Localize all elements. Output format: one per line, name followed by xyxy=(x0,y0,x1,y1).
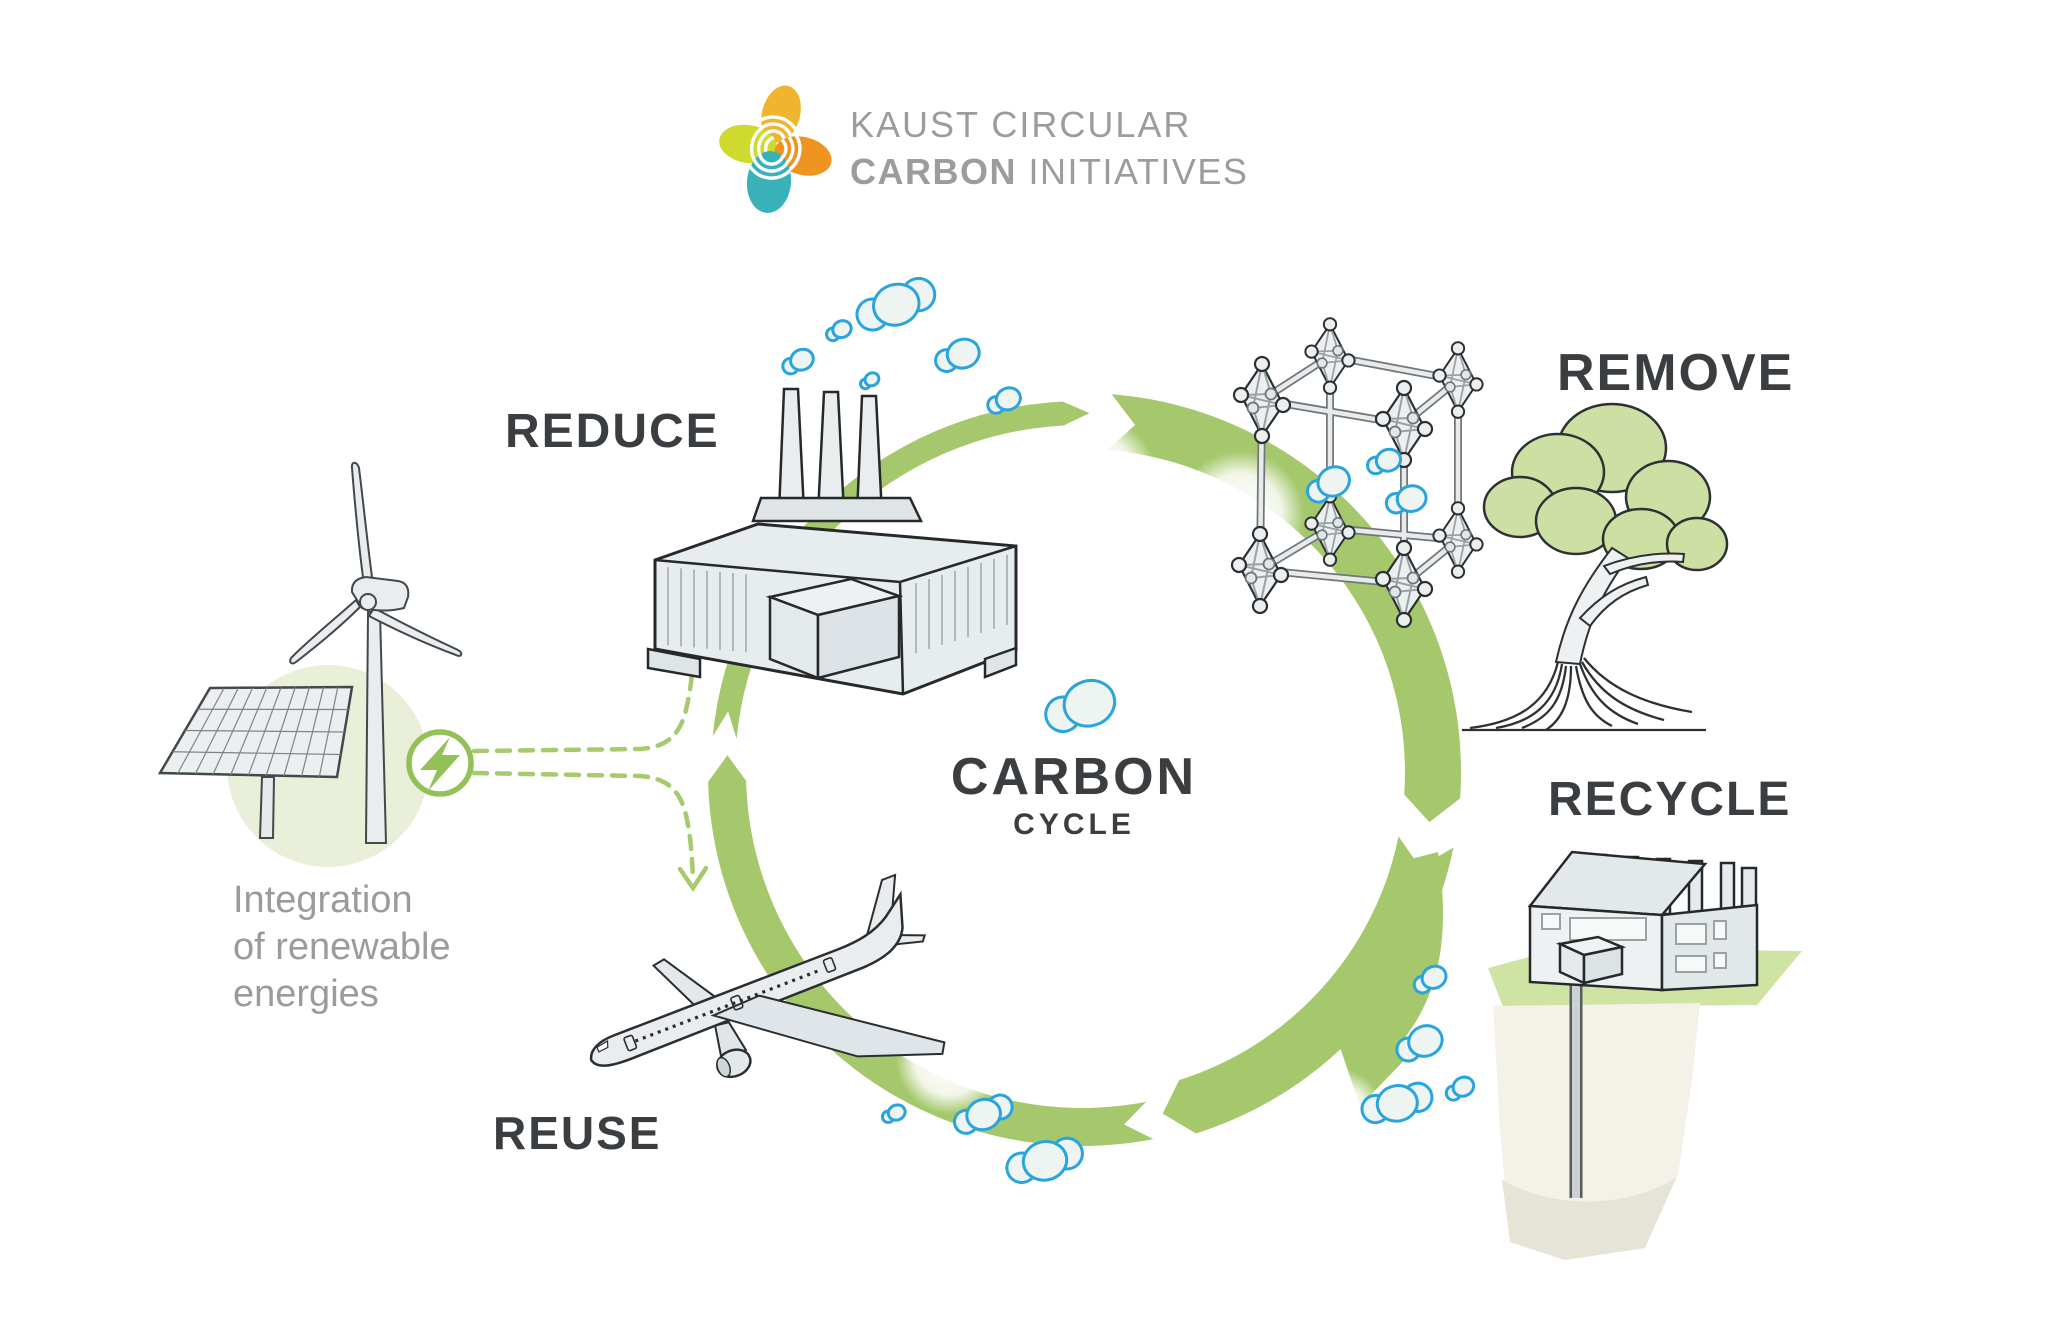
ring-glow xyxy=(896,1006,1004,1114)
mof-octahedron-node xyxy=(1374,539,1434,629)
co2-molecule-icon xyxy=(1005,1136,1084,1185)
mof-octahedron-node xyxy=(1432,501,1484,579)
renewables-caption-line1: Integration xyxy=(233,879,413,921)
kaust-logo-mark xyxy=(719,85,832,213)
mof-octahedron-node xyxy=(1432,341,1484,419)
mangrove-roots xyxy=(1462,657,1706,732)
co2-molecule-icon xyxy=(1412,964,1448,995)
co2-molecule-icon xyxy=(880,1103,907,1125)
logo-line2: CARBON INITIATIVES xyxy=(850,151,1248,192)
logo-line1: KAUST CIRCULAR xyxy=(850,104,1191,145)
stage-label-recycle: RECYCLE xyxy=(1548,773,1791,826)
co2-molecule-icon xyxy=(1395,1024,1444,1063)
ring-glow xyxy=(1033,416,1157,540)
co2-molecules xyxy=(781,276,1476,1185)
cycle-title-line2: CYCLE xyxy=(1013,808,1135,841)
ring-glow-highlights xyxy=(896,416,1386,1168)
co2-molecule-icon xyxy=(858,371,881,391)
soil-lower-band xyxy=(1502,1178,1676,1260)
co2-molecule-icon xyxy=(781,347,815,376)
cycle-arrow-segment xyxy=(1162,836,1454,1134)
co2-molecule-icon xyxy=(1360,1081,1434,1125)
co2-molecule-icon xyxy=(1384,484,1428,515)
mof-octahedron-node xyxy=(1230,525,1290,615)
wind-turbine-illustration xyxy=(289,461,463,844)
mangrove-tree-illustration xyxy=(1462,402,1729,732)
dashed-arrow-to-reuse xyxy=(471,770,696,881)
logo-line2-regular: INITIATIVES xyxy=(1017,151,1248,192)
mof-octahedron-node xyxy=(1374,379,1434,469)
co2-molecule-icon xyxy=(986,386,1022,415)
co2-molecule-icon xyxy=(1044,678,1117,733)
stage-label-reuse: REUSE xyxy=(493,1107,661,1159)
recycle-plant-illustration xyxy=(1488,850,1802,1260)
renewables-caption-line3: energies xyxy=(233,973,379,1015)
co2-molecule-icon xyxy=(825,319,853,343)
energy-flow-dashed-arrows xyxy=(471,635,709,893)
airplane-illustration xyxy=(589,873,946,1079)
mof-crystal-illustration xyxy=(1230,317,1484,629)
ring-glow xyxy=(1286,1068,1386,1168)
co2-molecule-icon xyxy=(1444,1075,1476,1102)
cycle-arrow-segment xyxy=(708,755,1154,1146)
co2-molecule-icon xyxy=(1366,447,1403,476)
renewables-illustration: Integration of renewable energies xyxy=(157,461,474,1015)
mof-octahedron-node xyxy=(1232,355,1292,445)
co2-molecule-icon xyxy=(934,337,981,374)
solar-panel-illustration xyxy=(157,685,354,839)
solar-panel-grid xyxy=(172,686,349,777)
co2-molecule-icon xyxy=(953,1093,1014,1135)
cycle-title-line1: CARBON xyxy=(951,748,1197,806)
recycle-factory-building xyxy=(1527,850,1759,992)
mof-octahedron-node xyxy=(1304,317,1356,395)
logo-line2-bold: CARBON xyxy=(850,151,1017,192)
co2-molecule-icon xyxy=(855,276,937,332)
reduce-factory-illustration xyxy=(646,387,1018,696)
kaust-logo: KAUST CIRCULAR CARBON INITIATIVES xyxy=(719,85,1248,213)
co2-molecule-icon xyxy=(1306,465,1351,504)
renewables-caption-line2: of renewable xyxy=(233,926,451,968)
lightning-bolt-icon xyxy=(406,729,474,797)
cycle-branch-arrow xyxy=(1332,852,1444,1106)
stage-label-remove: REMOVE xyxy=(1557,344,1794,402)
arrowhead-down-icon xyxy=(677,865,709,893)
stage-label-reduce: REDUCE xyxy=(505,405,720,458)
